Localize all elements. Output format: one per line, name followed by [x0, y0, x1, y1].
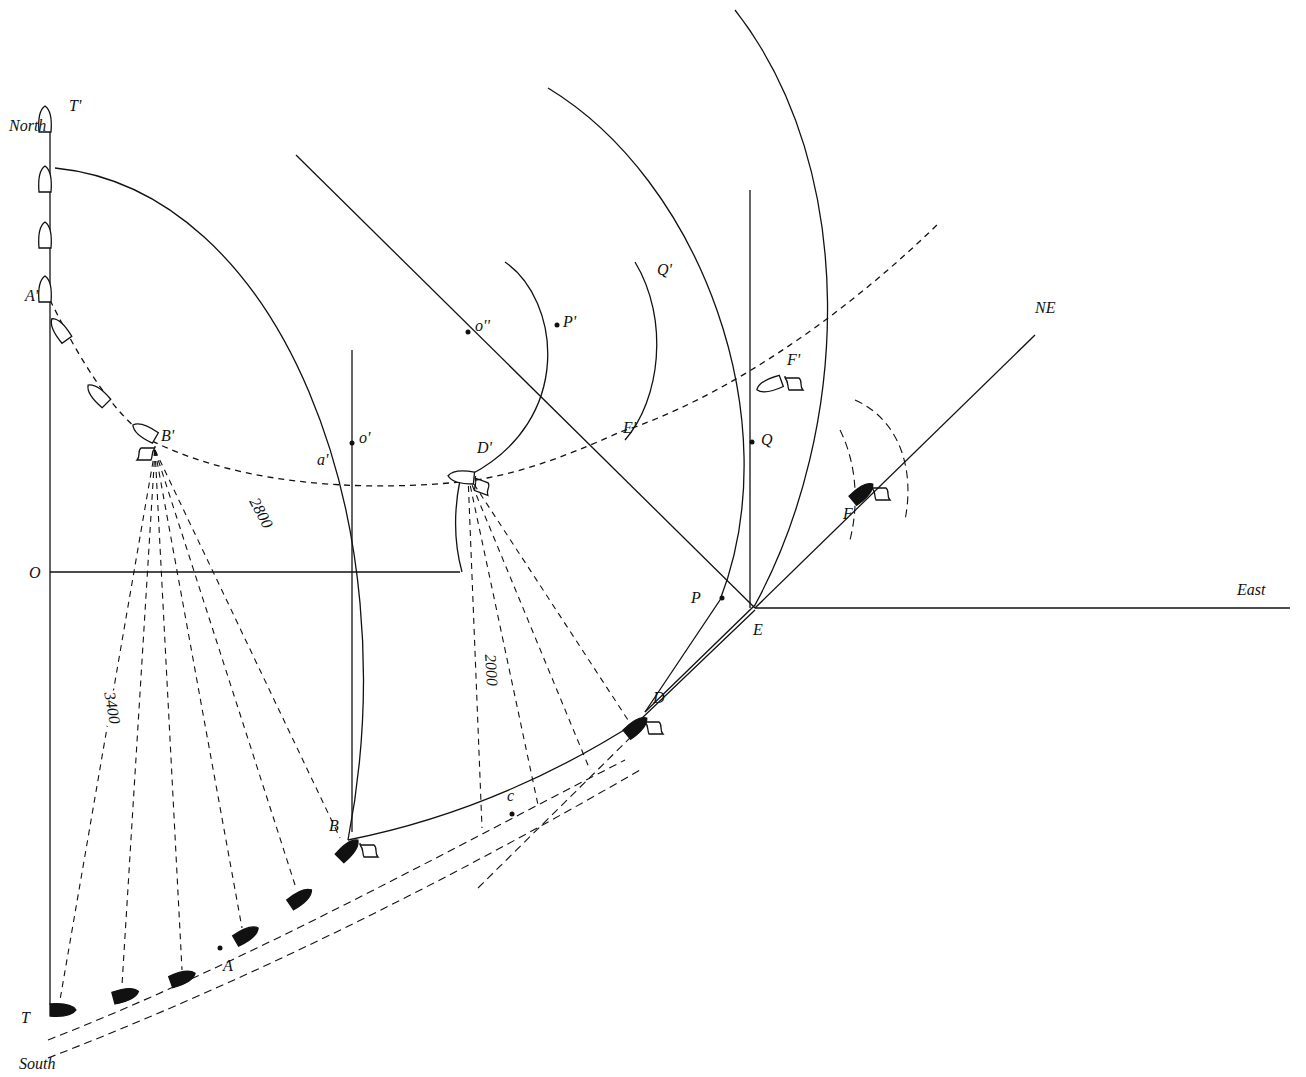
- track: [348, 610, 755, 840]
- east-line: [755, 607, 1290, 608]
- arc: [548, 88, 744, 712]
- ne-line: [755, 335, 1035, 608]
- range-lines: [60, 450, 628, 1000]
- o-line: [50, 571, 460, 572]
- nw-line: [296, 155, 755, 608]
- plot-label: T: [20, 1010, 31, 1026]
- plot-label: D': [476, 440, 493, 456]
- ordinate: [351, 350, 352, 832]
- ship: [39, 106, 784, 484]
- plot-label: F: [842, 506, 854, 522]
- plot-label: D: [652, 690, 666, 706]
- plot-label: Q': [656, 262, 673, 278]
- plot-label: 3400: [101, 690, 123, 726]
- plot-label: o'': [474, 318, 491, 334]
- plot-label: B': [160, 428, 175, 444]
- arc: [456, 480, 462, 572]
- plot-label: A': [24, 288, 39, 304]
- plot-label: T': [68, 98, 82, 114]
- ordinate: [749, 190, 750, 608]
- plot-label: Q: [760, 432, 774, 448]
- plot-label: B: [328, 818, 340, 834]
- plot-label: South: [18, 1056, 56, 1072]
- wake: [48, 400, 908, 1058]
- arc: [470, 262, 548, 475]
- plot-label: a': [316, 452, 329, 468]
- plot-label: NE: [1034, 300, 1056, 316]
- point: [218, 323, 755, 951]
- plot-label: E: [752, 622, 764, 638]
- plot-label: A: [222, 958, 234, 974]
- plot-label: P': [562, 314, 577, 330]
- plot-label: North: [8, 118, 47, 134]
- plot-label: E': [622, 420, 637, 436]
- plot-label: East: [1236, 582, 1266, 598]
- plot-label: 2800: [246, 494, 276, 532]
- arc: [645, 10, 828, 712]
- north-line: [49, 128, 50, 1005]
- arc: [625, 262, 657, 440]
- dashed-track: [50, 222, 940, 486]
- arc: [55, 168, 363, 840]
- plot-label: o': [358, 430, 371, 446]
- ship: [50, 479, 877, 1016]
- plot-label: O: [28, 565, 42, 581]
- plot-label: P: [690, 590, 702, 606]
- plot-label: F': [786, 352, 801, 368]
- plot-label: 2000: [482, 652, 500, 687]
- flag: [137, 376, 890, 857]
- plot-label: c: [506, 788, 515, 804]
